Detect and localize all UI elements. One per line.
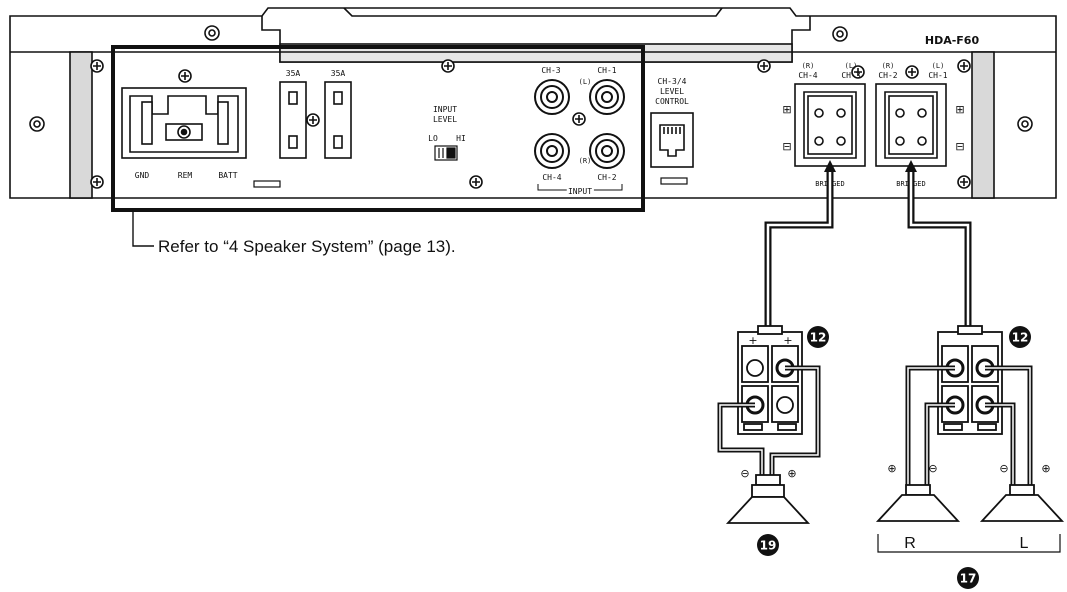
bridged-wire-inner [766, 172, 970, 328]
rem-label: REM [178, 171, 193, 180]
badge-connector-left: 12 [810, 331, 827, 345]
minus-mark: ⊟ [782, 140, 791, 153]
rca-jack[interactable] [534, 79, 625, 169]
minus-mark: ⊟ [955, 140, 964, 153]
speaker-pair-bracket [877, 534, 1061, 553]
plus-mark: ⊕ [1041, 462, 1050, 475]
speaker-output-terminal-right[interactable] [875, 83, 947, 167]
minus-mark: ⊖ [740, 467, 749, 480]
level-control-port[interactable] [650, 112, 694, 168]
caption: Refer to “4 Speaker System” (page 13). [158, 237, 456, 256]
out-left-r-mark: (R) [802, 62, 815, 70]
speaker [725, 474, 811, 524]
fuse-holder [279, 81, 352, 159]
screw [90, 59, 971, 189]
out-right-l-ch: CH-1 [928, 71, 947, 80]
caption-leader-line [132, 210, 154, 247]
lo-label: LO [428, 134, 438, 143]
rca-ch4-label: CH-4 [542, 173, 561, 182]
plus-mark: ⊞ [782, 103, 791, 116]
speaker-wire-inner [907, 367, 1031, 485]
speaker-connector-right[interactable] [937, 325, 1003, 435]
badge-speaker-pair: 17 [960, 572, 977, 586]
level-control-line-1: CH-3/4 [658, 77, 687, 86]
level-control-line-3: CONTROL [655, 97, 689, 106]
out-left-l-mark: (L) [845, 62, 858, 70]
minus-mark: ⊖ [928, 462, 937, 475]
plus-mark: + [783, 334, 792, 347]
input-level-switch[interactable] [434, 145, 458, 161]
plus-mark: + [748, 334, 757, 347]
speaker-wire-inner [719, 367, 819, 475]
speaker-l-label: L [1020, 535, 1029, 552]
input-label: INPUT [568, 187, 592, 196]
rca-r-label: (R) [579, 157, 592, 165]
level-control-line-2: LEVEL [660, 87, 684, 96]
plus-mark: ⊕ [787, 467, 796, 480]
out-left-r-ch: CH-4 [798, 71, 817, 80]
batt-label: BATT [218, 171, 237, 180]
input-level-title-2: LEVEL [433, 115, 457, 124]
section-highlight-frame [111, 45, 645, 212]
rca-ch3-label: CH-3 [541, 66, 560, 75]
out-right-r-ch: CH-2 [878, 71, 897, 80]
rca-l-label: (L) [579, 78, 592, 86]
fuse-label-2: 35A [331, 69, 346, 78]
callout-badge [757, 326, 1031, 589]
indicator-slot [660, 177, 688, 185]
wire-tip [824, 160, 917, 172]
speaker-r [875, 484, 961, 522]
input-level-title-1: INPUT [433, 105, 457, 114]
plus-mark: ⊕ [887, 462, 896, 475]
model-label: HDA-F60 [925, 34, 980, 47]
speaker-connector-left[interactable] [737, 325, 803, 435]
speaker-l [979, 484, 1065, 522]
rca-ch2-label: CH-2 [597, 173, 616, 182]
out-right-r-mark: (R) [882, 62, 895, 70]
hi-label: HI [456, 134, 466, 143]
badge-connector-right: 12 [1012, 331, 1029, 345]
out-left-l-ch: CH-3 [841, 71, 860, 80]
speaker-output-terminal-left[interactable] [794, 83, 866, 167]
mounting-hole [29, 25, 1033, 132]
input-bracket [537, 184, 623, 191]
plus-mark: ⊞ [955, 103, 964, 116]
gnd-label: GND [135, 171, 150, 180]
badge-speaker-single: 19 [760, 539, 777, 553]
power-terminal [121, 87, 247, 159]
fuse-label-1: 35A [286, 69, 301, 78]
speaker-r-label: R [904, 535, 916, 552]
indicator-slot [253, 180, 281, 188]
rca-ch1-label: CH-1 [597, 66, 616, 75]
out-right-l-mark: (L) [932, 62, 945, 70]
minus-mark: ⊖ [999, 462, 1008, 475]
